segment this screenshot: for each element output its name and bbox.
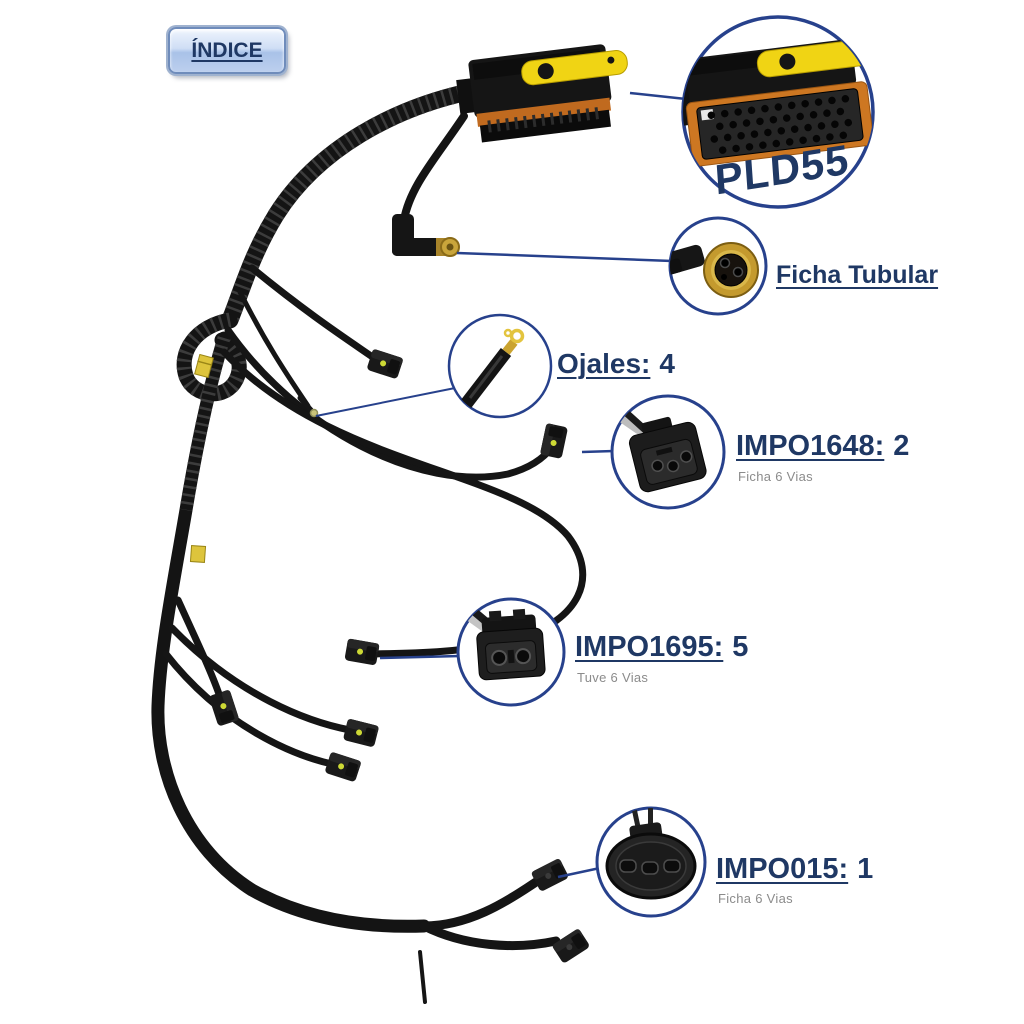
impo015-count: 1 bbox=[857, 853, 874, 885]
branch-connector bbox=[209, 690, 239, 726]
impo1648-link[interactable]: IMPO1648: bbox=[736, 430, 885, 462]
impo1695-link[interactable]: IMPO1695: bbox=[575, 631, 724, 663]
ojales-link[interactable]: Ojales: bbox=[557, 348, 651, 379]
ojal-eyelet-on-harness bbox=[297, 395, 319, 418]
branch-connector bbox=[552, 929, 589, 963]
impo1648-label: IMPO1648:2 bbox=[736, 430, 909, 463]
ojales-label: Ojales: 4 bbox=[557, 348, 675, 380]
wiring-harness-photo bbox=[151, 44, 628, 1004]
impo1695-subtext: Tuve 6 Vias bbox=[577, 670, 649, 685]
tape-marker bbox=[194, 353, 214, 379]
branch-cable bbox=[419, 921, 561, 951]
harness-trunk-lower bbox=[151, 331, 431, 933]
indice-button-label: ÍNDICE bbox=[191, 38, 263, 62]
branch-connector bbox=[540, 423, 568, 459]
callout-lines bbox=[315, 91, 687, 879]
branch-cable bbox=[419, 877, 541, 931]
impo1695-count: 5 bbox=[732, 631, 749, 663]
branch-connector bbox=[343, 719, 379, 747]
branch-connector bbox=[367, 349, 403, 379]
ficha-tubular-link[interactable]: Ficha Tubular bbox=[776, 261, 939, 289]
impo015-callout-line bbox=[557, 866, 601, 879]
ojales-count: 4 bbox=[659, 348, 675, 379]
ficha-tubular-connector-detail bbox=[670, 242, 759, 298]
branch-connector bbox=[531, 858, 568, 891]
callout-circles bbox=[447, 15, 875, 918]
impo015-link[interactable]: IMPO015: bbox=[716, 853, 849, 885]
branch-connector bbox=[344, 638, 380, 665]
indice-button[interactable]: ÍNDICE bbox=[168, 27, 286, 74]
pld55-callout-line bbox=[629, 91, 687, 101]
impo1695-callout-line bbox=[379, 654, 461, 660]
tubular-elbow-connector bbox=[392, 214, 460, 257]
ficha-tubular-label: Ficha Tubular bbox=[776, 261, 938, 290]
harness-trunk bbox=[221, 83, 477, 329]
impo015-connector-detail bbox=[605, 808, 697, 900]
impo1648-callout-line bbox=[581, 449, 615, 454]
ficha-tubular-callout-line bbox=[456, 251, 673, 263]
pld-connector-on-harness bbox=[456, 44, 628, 143]
tubular-sensor-cable bbox=[400, 112, 468, 224]
impo015-label: IMPO015:1 bbox=[716, 853, 873, 886]
impo1648-subtext: Ficha 6 Vias bbox=[738, 469, 813, 484]
ojales-callout-line bbox=[315, 384, 471, 417]
branch-cable-long-arc bbox=[220, 348, 587, 658]
impo1648-connector-detail bbox=[612, 406, 707, 493]
branch-cable bbox=[248, 264, 378, 362]
pld55-connector-detail bbox=[683, 38, 873, 167]
impo1648-count: 2 bbox=[893, 430, 910, 462]
branch-cable bbox=[168, 624, 354, 734]
branch-wire-ojal bbox=[237, 289, 311, 409]
ojal-eyelet-detail bbox=[460, 328, 525, 408]
branch-stub bbox=[418, 950, 427, 1004]
impo015-subtext: Ficha 6 Vias bbox=[718, 891, 793, 906]
impo1695-label: IMPO1695:5 bbox=[575, 631, 748, 664]
branch-connector bbox=[325, 752, 361, 782]
tape-marker bbox=[189, 544, 207, 564]
branch-cable bbox=[162, 650, 336, 768]
